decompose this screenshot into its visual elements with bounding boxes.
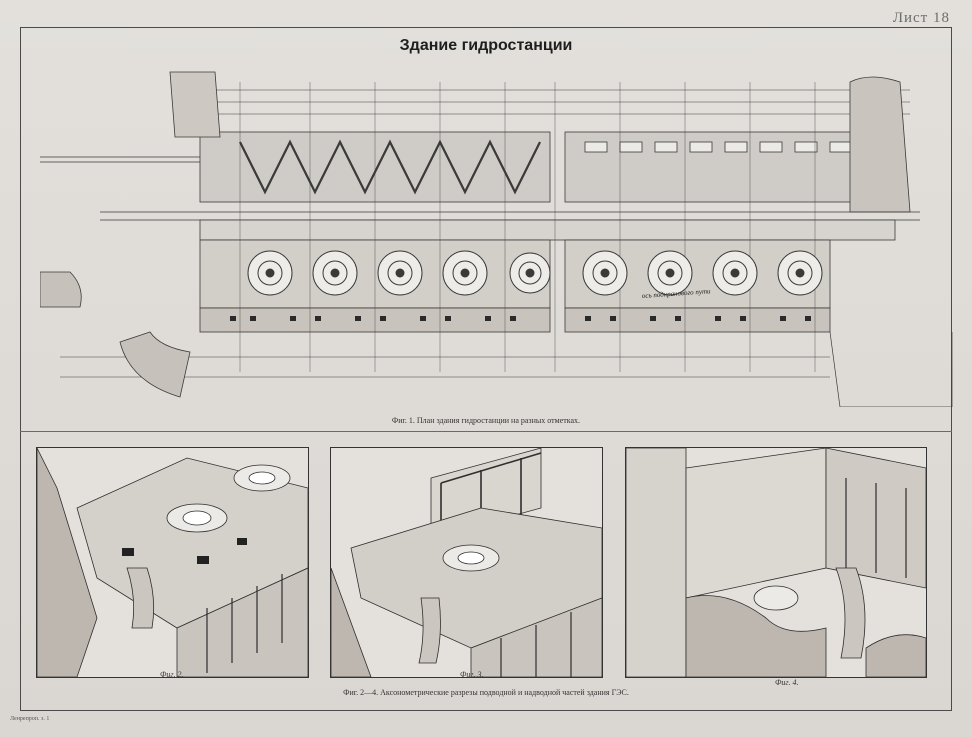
figure-1-caption: Фиг. 1. План здания гидростанции на разн… xyxy=(391,416,581,425)
page-title: Здание гидростанции xyxy=(399,37,573,54)
drawing-frame xyxy=(20,27,952,711)
figure-2-panel xyxy=(36,447,309,678)
printer-mark: Ленрепроп. з. 1 xyxy=(10,716,50,722)
figure-3-label: Фиг. 3. xyxy=(460,670,484,679)
plan-drawing: ось подкранового пути xyxy=(40,71,953,407)
figures-2-4-caption: Фиг. 2—4. Аксонометрические разрезы подв… xyxy=(343,688,629,697)
figure-4-panel xyxy=(625,447,927,678)
figure-4-label: Фиг. 4. xyxy=(775,678,799,687)
figure-3-panel xyxy=(330,447,603,678)
figure-2-label: Фиг. 2. xyxy=(160,670,184,679)
sheet-number: Лист 18 xyxy=(892,10,950,26)
section-divider xyxy=(20,431,952,432)
